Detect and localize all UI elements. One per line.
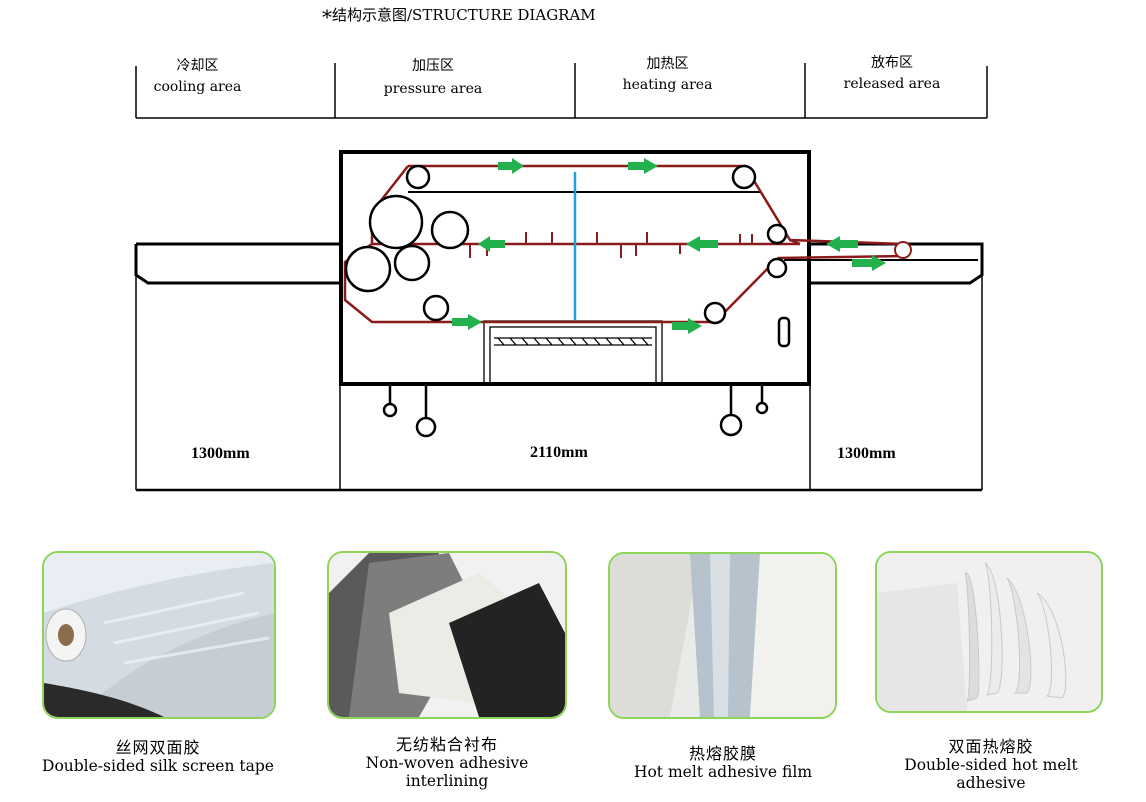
product-caption-nonwoven-interlining: 无纺粘合衬布 Non-woven adhesive interlining xyxy=(350,735,544,791)
zone-label-cooling: 冷却区 cooling area xyxy=(150,56,245,98)
flow-arrows xyxy=(452,158,886,334)
zone-ruler xyxy=(135,63,988,119)
caption-en: Non-woven adhesive interlining xyxy=(365,754,529,790)
caster-wheel xyxy=(382,402,398,418)
casters xyxy=(382,385,769,438)
side-window xyxy=(777,316,791,348)
caster-wheel xyxy=(755,401,769,415)
zone-label-heating: 加热区 heating area xyxy=(615,54,720,96)
cooling-roller xyxy=(344,245,392,293)
rollers xyxy=(344,164,912,325)
zone-en: cooling area xyxy=(153,79,242,95)
unwind-roller xyxy=(894,241,912,259)
dimension-right: 1300mm xyxy=(837,445,896,462)
pressure-roller xyxy=(368,194,424,250)
caption-zh: 丝网双面胶 xyxy=(115,738,201,757)
title-asterisk: * xyxy=(322,5,332,29)
caption-en: Hot melt adhesive film xyxy=(633,763,813,781)
roller xyxy=(393,244,431,282)
diagram-title: *结构示意图/STRUCTURE DIAGRAM xyxy=(322,4,596,29)
roller xyxy=(405,164,431,190)
product-photo-nonwoven-interlining xyxy=(327,551,567,719)
arrow-right-icon xyxy=(852,255,886,271)
zone-en: pressure area xyxy=(383,81,483,97)
zone-label-pressure: 加压区 pressure area xyxy=(378,56,488,100)
zone-zh: 冷却区 xyxy=(176,58,219,74)
product-photo-double-sided-hot-melt xyxy=(875,551,1103,713)
arrow-left-icon xyxy=(478,236,505,252)
arrow-left-icon xyxy=(826,236,858,252)
machine-body xyxy=(339,150,811,386)
roller xyxy=(766,223,788,245)
product-caption-double-sided-hot-melt: 双面热熔胶 Double-sided hot melt adhesive xyxy=(895,737,1087,793)
dimension-middle: 2110mm xyxy=(530,444,588,461)
machine-structure-diagram xyxy=(134,63,988,492)
caption-zh: 无纺粘合衬布 xyxy=(395,735,498,754)
product-photo-silk-screen-tape xyxy=(42,551,276,719)
caption-en: Double-sided silk screen tape xyxy=(42,757,274,775)
zone-label-released: 放布区 released area xyxy=(838,53,946,95)
roller xyxy=(422,294,450,322)
product-caption-hot-melt-film: 热熔胶膜 Hot melt adhesive film xyxy=(620,744,826,782)
dimension-left: 1300mm xyxy=(191,445,250,462)
arrow-right-icon xyxy=(498,158,524,174)
roller xyxy=(766,257,788,279)
product-photo-hot-melt-film xyxy=(608,552,837,719)
caption-zh: 双面热熔胶 xyxy=(948,737,1034,756)
arrow-right-icon xyxy=(628,158,658,174)
base-frame xyxy=(135,275,983,492)
caster-wheel xyxy=(719,413,743,437)
arrow-right-icon xyxy=(452,314,482,330)
zone-en: heating area xyxy=(622,77,713,93)
title-text: 结构示意图/STRUCTURE DIAGRAM xyxy=(332,6,596,24)
zone-zh: 加压区 xyxy=(412,58,454,74)
caster-wheel xyxy=(415,416,437,438)
roller xyxy=(703,301,727,325)
caption-en: Double-sided hot melt adhesive xyxy=(904,756,1078,792)
zone-en: released area xyxy=(843,76,941,92)
roller xyxy=(430,210,470,250)
zone-zh: 放布区 xyxy=(871,55,913,71)
heater-box xyxy=(483,320,663,384)
inner-rails xyxy=(408,191,978,261)
product-caption-silk-screen-tape: 丝网双面胶 Double-sided silk screen tape xyxy=(20,738,296,776)
arrow-left-icon xyxy=(686,236,718,252)
zone-zh: 加热区 xyxy=(646,56,689,72)
roller xyxy=(731,164,757,190)
caption-zh: 热熔胶膜 xyxy=(688,744,757,763)
arrow-right-icon xyxy=(672,318,702,334)
